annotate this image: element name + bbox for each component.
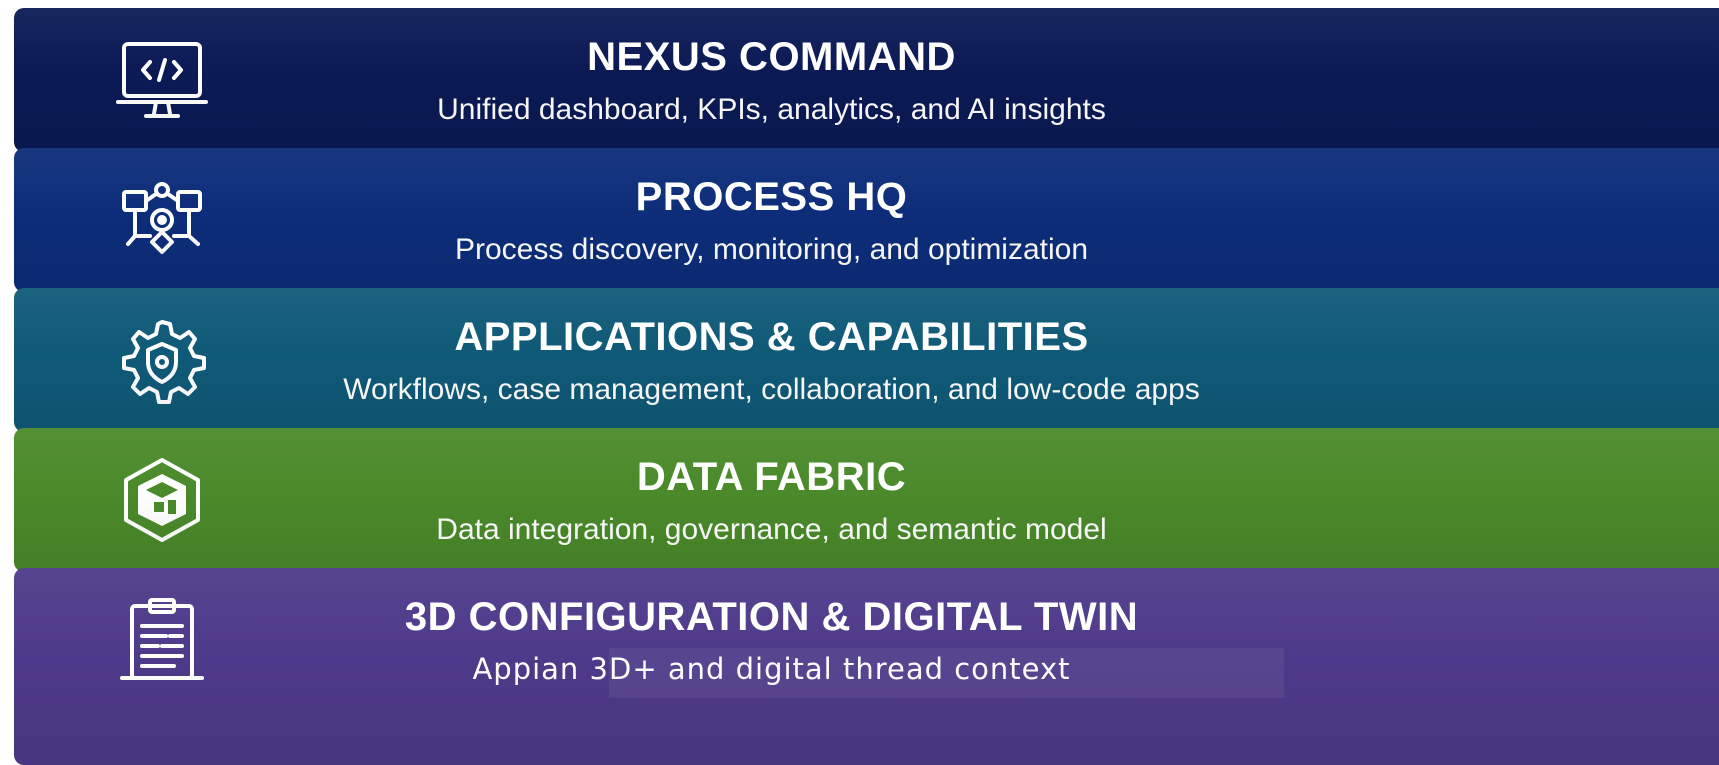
layer-title: DATA FABRIC [636,455,907,499]
layer-subtitle: Process discovery, monitoring, and optim… [454,233,1089,266]
layer-subtitle: Unified dashboard, KPIs, analytics, and … [437,93,1106,126]
layer-title: PROCESS HQ [635,175,908,219]
clipboard-blueprint-icon [114,596,210,684]
layer-subtitle: Workflows, case management, collaboratio… [343,373,1200,406]
data-cube-icon [114,456,210,544]
layer-title: NEXUS COMMAND [587,35,956,79]
layer-nexus-command: NEXUS COMMAND Unified dashboard, KPIs, a… [14,8,1719,152]
process-flow-icon [114,176,210,264]
monitor-code-icon [114,36,210,124]
layer-applications-capabilities: APPLICATIONS & CAPABILITIES Workflows, c… [14,288,1719,432]
gear-shield-icon [114,316,210,404]
layer-subtitle: Data integration, governance, and semant… [436,513,1107,546]
layer-3d-configuration-digital-twin: 3D CONFIGURATION & DIGITAL TWIN Appian 3… [14,568,1719,765]
layer-title: 3D CONFIGURATION & DIGITAL TWIN [404,595,1139,639]
layer-title: APPLICATIONS & CAPABILITIES [454,315,1089,359]
layer-data-fabric: DATA FABRIC Data integration, governance… [14,428,1719,572]
subtitle-highlight [609,648,1284,698]
layer-subtitle: Appian 3D+ and digital thread context [472,652,1071,686]
layer-process-hq: PROCESS HQ Process discovery, monitoring… [14,148,1719,292]
